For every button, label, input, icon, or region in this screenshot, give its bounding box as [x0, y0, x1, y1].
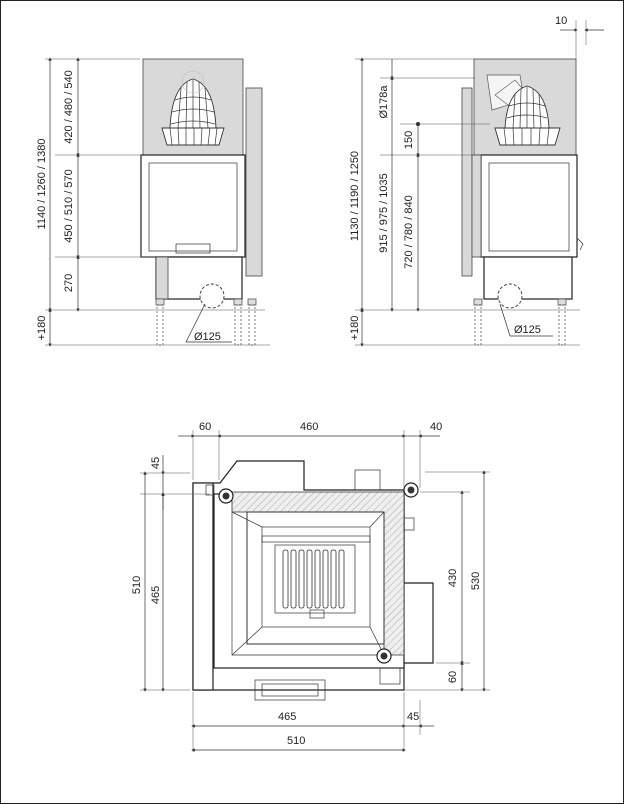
- plan-dim-430: 430: [447, 569, 459, 587]
- side-plus180: +180: [349, 316, 361, 341]
- plan-dim-465-left: 465: [150, 586, 162, 604]
- plan-dim-40: 40: [430, 421, 442, 433]
- plan-dim-510-bottom: 510: [287, 735, 305, 747]
- plan-dim-60-right: 60: [447, 671, 459, 683]
- front-height-270: 270: [63, 274, 75, 292]
- front-plus180: +180: [36, 316, 48, 341]
- side-height-total: 1130 / 1190 / 1250: [349, 151, 361, 241]
- plan-dim-45-left: 45: [150, 457, 162, 469]
- front-height-mid: 450 / 510 / 570: [63, 169, 75, 242]
- plan-dim-460: 460: [300, 421, 318, 433]
- side-height-720: 720 / 780 / 840: [403, 195, 415, 268]
- side-height-915: 915 / 975 / 1035: [378, 173, 390, 253]
- side-dim-150: 150: [403, 131, 415, 149]
- front-height-total: 1140 / 1260 / 1380: [36, 139, 48, 230]
- plan-dim-465-bottom: 465: [278, 711, 296, 723]
- side-flue-top: Ø178a: [378, 85, 390, 119]
- front-flue-diameter: Ø125: [194, 331, 221, 343]
- side-flue-diameter: Ø125: [514, 324, 541, 336]
- side-top-offset: 10: [555, 15, 567, 27]
- plan-view: 60 460 40 45 510 465 430 530 60 465 45 5…: [131, 421, 490, 752]
- plan-dim-60-top: 60: [199, 421, 211, 433]
- side-view: 10 1130 / 1190 / 1250 Ø178a 915 / 975 / …: [349, 15, 604, 347]
- plan-dim-45-bottom: 45: [407, 711, 419, 723]
- plan-dim-530: 530: [470, 572, 482, 590]
- front-height-upper: 420 / 480 / 540: [63, 70, 75, 143]
- front-view: 1140 / 1260 / 1380 420 / 480 / 540 450 /…: [36, 57, 270, 347]
- plan-dim-510-left: 510: [131, 576, 143, 594]
